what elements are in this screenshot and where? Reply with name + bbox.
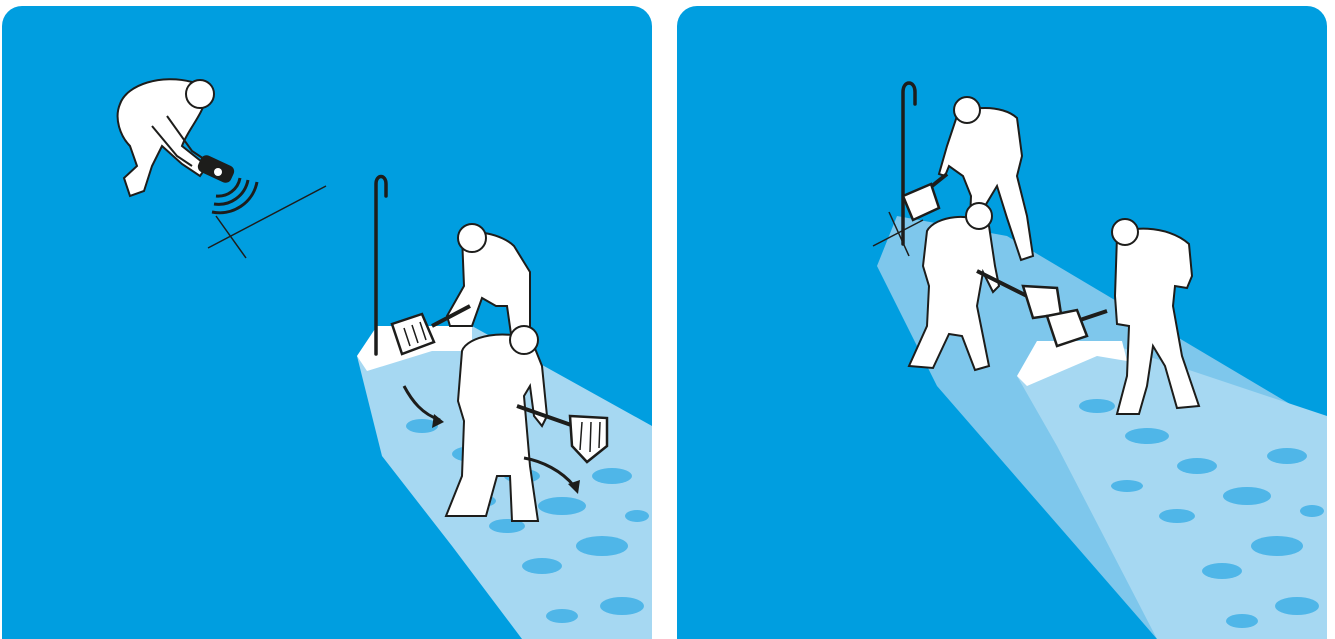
left-panel	[2, 6, 652, 639]
right-illustration	[677, 6, 1327, 639]
searcher-head	[186, 80, 214, 108]
right-panel	[677, 6, 1327, 639]
left-illustration	[2, 6, 652, 639]
